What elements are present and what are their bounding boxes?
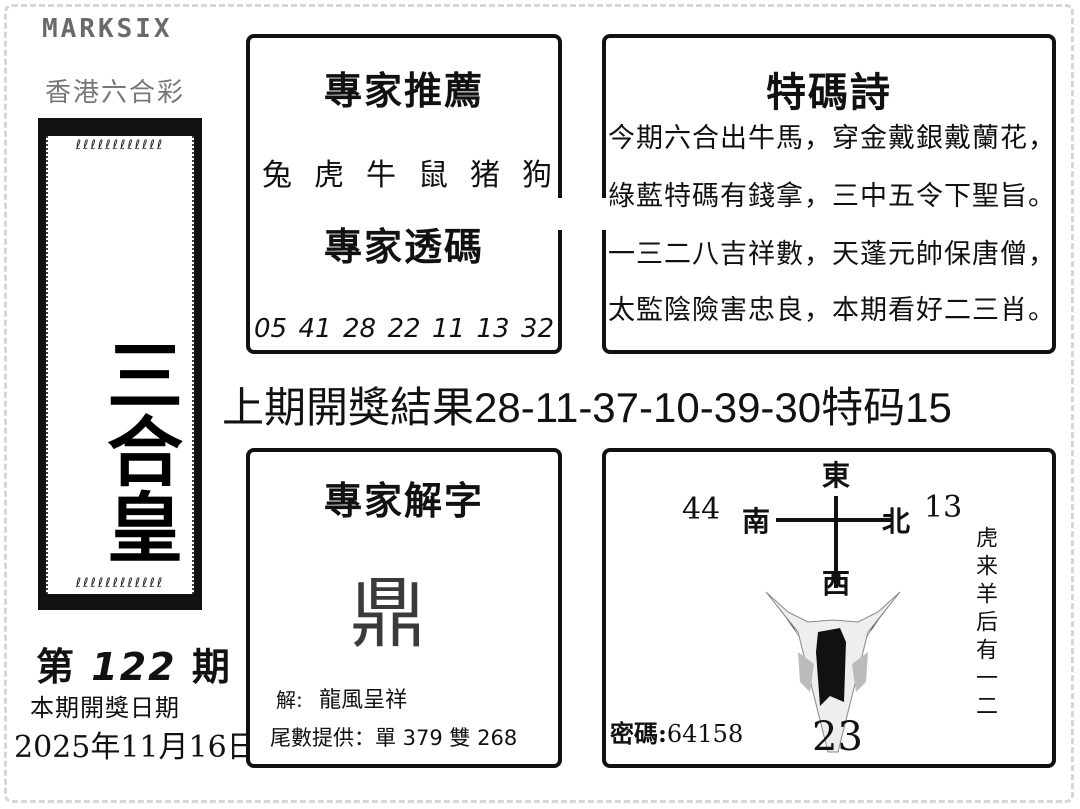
brand-subtitle: 香港六合彩 bbox=[45, 78, 186, 108]
zodiac-item: 猪 bbox=[470, 158, 500, 193]
expert-reveal-title: 專家透碼 bbox=[323, 225, 484, 269]
zodiac-item: 虎 bbox=[314, 158, 344, 193]
zodiac-item: 兔 bbox=[262, 158, 292, 193]
tail-label: 尾數提供： bbox=[270, 726, 375, 750]
number-item: 11 bbox=[431, 314, 466, 344]
ox-skull-icon bbox=[765, 591, 901, 753]
last-draw-result: 上期開獎結果28-11-37-10-39-30特码15 bbox=[222, 374, 952, 435]
poem-title: 特碼詩 bbox=[766, 70, 892, 116]
direction-east: 東 bbox=[822, 459, 851, 492]
banner-inner: ℓℓℓℓℓℓℓℓℓℓℓℓ 三合皇 ℓℓℓℓℓℓℓℓℓℓℓℓ bbox=[46, 136, 194, 594]
special-poem-box: 特碼詩 今期六合出牛馬，穿金戴銀戴蘭花， 綠藍特碼有錢拿，三中五令下聖旨。 一三… bbox=[602, 34, 1056, 354]
direction-south: 南 bbox=[742, 505, 771, 538]
explain-label: 解: bbox=[276, 688, 303, 712]
special-number: 15 bbox=[905, 384, 952, 431]
issue-value: 122 bbox=[91, 645, 177, 689]
secret-label: 密碼: bbox=[610, 719, 667, 748]
outer-frame bbox=[4, 4, 1074, 803]
poem-line: 今期六合出牛馬，穿金戴銀戴蘭花， bbox=[608, 123, 1056, 154]
issue-suffix: 期 bbox=[191, 645, 232, 689]
issue-prefix: 第 bbox=[36, 645, 77, 689]
explain-text: 龍風呈祥 bbox=[319, 688, 408, 713]
decode-explanation: 解: 龍風呈祥 bbox=[276, 682, 407, 714]
border-gap bbox=[554, 198, 568, 230]
banner-title: 三合皇 bbox=[94, 336, 183, 564]
vertical-banner: ℓℓℓℓℓℓℓℓℓℓℓℓ 三合皇 ℓℓℓℓℓℓℓℓℓℓℓℓ bbox=[38, 118, 202, 610]
result-label: 上期開獎結果 bbox=[222, 384, 475, 431]
decode-title: 專家解字 bbox=[323, 479, 484, 523]
draw-date: 2025年11月16日 bbox=[14, 730, 257, 765]
tail-text: 單 379 雙 268 bbox=[375, 726, 518, 750]
poem-line: 一三二八吉祥數，天蓬元帥保唐僧， bbox=[608, 239, 1056, 270]
riddle-glyph: 鼎 bbox=[350, 569, 426, 658]
zodiac-item: 狗 bbox=[522, 158, 552, 193]
number-item: 13 bbox=[476, 314, 510, 344]
number-item: 05 bbox=[254, 314, 288, 344]
number-item: 41 bbox=[298, 314, 332, 344]
poem-line: 太監陰險害忠良，本期看好二三肖。 bbox=[608, 295, 1056, 326]
number-item: 28 bbox=[342, 314, 377, 344]
zodiac-list: 兔 虎 牛 鼠 猪 狗 bbox=[262, 150, 552, 194]
expert-numbers: 05 41 28 22 11 13 32 bbox=[254, 314, 554, 344]
zodiac-item: 牛 bbox=[366, 158, 396, 193]
tail-number-line: 尾數提供：單 379 雙 268 bbox=[270, 722, 517, 752]
poem-line: 綠藍特碼有錢拿，三中五令下聖旨。 bbox=[608, 181, 1056, 212]
number-item: 22 bbox=[387, 314, 421, 344]
draw-date-label: 本期開獎日期 bbox=[30, 694, 180, 722]
expert-recommend-title: 專家推薦 bbox=[323, 69, 484, 113]
center-number: 23 bbox=[812, 714, 863, 760]
secret-code: 密碼:64158 bbox=[610, 714, 743, 749]
border-gap bbox=[596, 198, 610, 230]
banner-decoration-bottom: ℓℓℓℓℓℓℓℓℓℓℓℓ bbox=[75, 576, 165, 591]
expert-recommend-box: 專家推薦 兔 虎 牛 鼠 猪 狗 專家透碼 05 41 28 22 11 13 … bbox=[246, 34, 562, 354]
compass-left-number: 44 bbox=[682, 492, 721, 527]
secret-value: 64158 bbox=[666, 720, 744, 748]
compass-cross-horizontal bbox=[776, 518, 892, 522]
compass-box: 東 南 北 西 44 13 虎来羊后有一二 密碼:64158 23 bbox=[602, 448, 1056, 768]
expert-decode-box: 專家解字 鼎 解: 龍風呈祥 尾數提供：單 379 雙 268 bbox=[246, 448, 562, 768]
brand-logo: MARKSIX bbox=[42, 14, 173, 44]
issue-number: 第 122 期 bbox=[36, 636, 232, 691]
special-label: 特码 bbox=[821, 384, 906, 431]
number-item: 32 bbox=[520, 314, 554, 344]
result-numbers: 28-11-37-10-39-30 bbox=[474, 384, 822, 431]
compass-cross-vertical bbox=[834, 496, 838, 588]
banner-decoration-top: ℓℓℓℓℓℓℓℓℓℓℓℓ bbox=[75, 138, 165, 153]
vertical-hint-text: 虎来羊后有一二 bbox=[972, 526, 997, 722]
compass-right-number: 13 bbox=[924, 490, 963, 525]
zodiac-item: 鼠 bbox=[418, 158, 448, 193]
